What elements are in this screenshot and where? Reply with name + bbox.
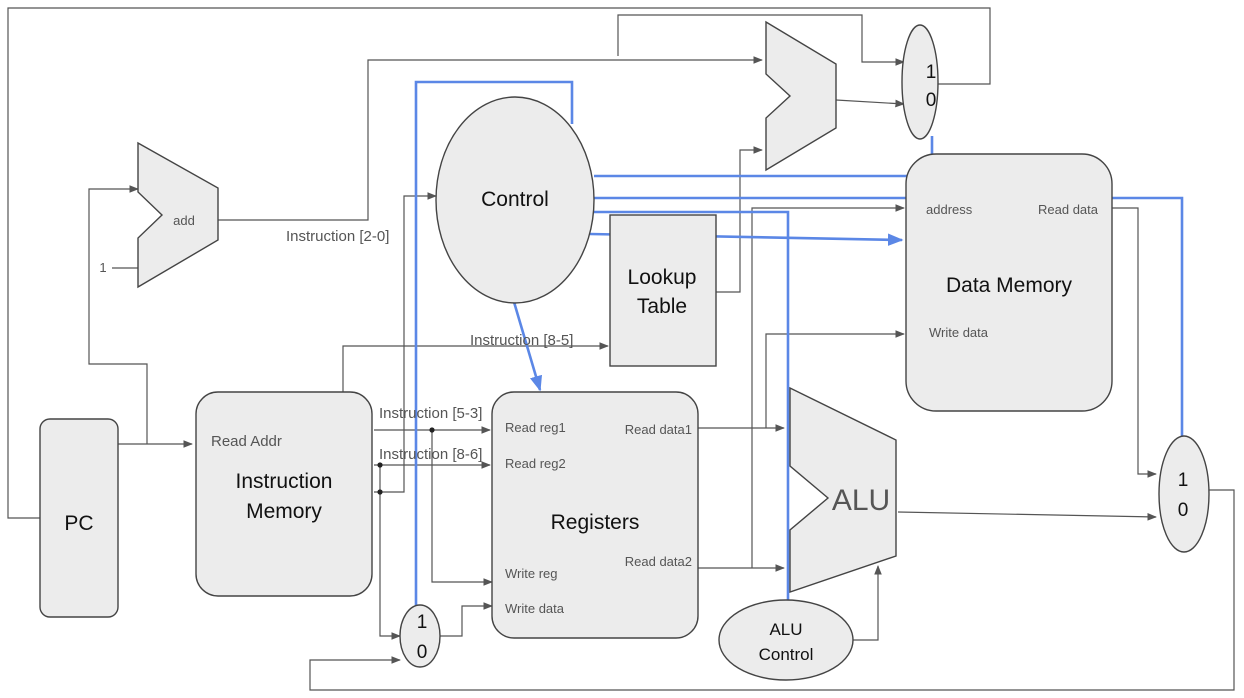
data-memory-block bbox=[905, 153, 1113, 412]
wr-mux-in0: 0 bbox=[417, 642, 428, 663]
branch-mux-block bbox=[765, 20, 837, 172]
pc-label: PC bbox=[64, 512, 93, 535]
top-mux-in0: 0 bbox=[926, 90, 937, 111]
control-label: Control bbox=[481, 188, 549, 211]
ctrl-registers bbox=[512, 301, 543, 392]
wire-wr-mux-out bbox=[440, 602, 493, 637]
ctrl-alu-control bbox=[594, 210, 790, 600]
alu-block bbox=[789, 386, 897, 593]
dmem-write-data-label: Write data bbox=[929, 325, 989, 340]
instruction-memory-block bbox=[195, 391, 373, 597]
reg-read-reg2-label: Read reg2 bbox=[505, 456, 566, 471]
junction-dot-3 bbox=[377, 489, 383, 495]
lookup-title-line1: Lookup bbox=[628, 266, 697, 289]
wire-pc-to-adder bbox=[88, 185, 148, 444]
alu-label: ALU bbox=[832, 484, 890, 517]
reg-write-reg-label: Write reg bbox=[505, 566, 558, 581]
data-wires bbox=[7, 7, 1235, 691]
data-mux-block bbox=[1158, 435, 1210, 553]
dmem-address-label: address bbox=[926, 202, 973, 217]
wire-alu-result bbox=[897, 511, 1157, 521]
registers-block bbox=[491, 391, 699, 639]
wire-to-write-reg bbox=[431, 430, 493, 586]
adder-const-label: 1 bbox=[99, 260, 106, 275]
wire-to-mem-write-data bbox=[765, 330, 905, 428]
reg-read-reg1-label: Read reg1 bbox=[505, 420, 566, 435]
alu-control-line1: ALU bbox=[769, 620, 802, 639]
reg-read-data2-label: Read data2 bbox=[625, 554, 692, 569]
imem-title-line2: Memory bbox=[246, 500, 322, 523]
top-mux-in1: 1 bbox=[926, 62, 937, 83]
data-mux-in1: 1 bbox=[1178, 470, 1189, 491]
adder-block bbox=[137, 141, 219, 289]
wire-lookup-out bbox=[716, 146, 763, 293]
wire-top-mux-in1 bbox=[617, 14, 905, 66]
wr-mux-in1: 1 bbox=[417, 612, 428, 633]
wire-to-address bbox=[751, 204, 905, 568]
label-instruction-2-0: Instruction [2-0] bbox=[286, 228, 389, 245]
imem-read-addr-label: Read Addr bbox=[211, 433, 282, 450]
control-block bbox=[435, 96, 595, 304]
data-memory-title: Data Memory bbox=[946, 274, 1073, 297]
wire-top-mux-in0 bbox=[835, 99, 905, 108]
lookup-title-line2: Table bbox=[637, 295, 687, 318]
top-mux-block bbox=[901, 24, 939, 140]
lookup-table-block bbox=[609, 214, 717, 367]
wire-alu-control bbox=[852, 565, 882, 641]
wire-next-pc bbox=[7, 7, 991, 519]
reg-read-data1-label: Read data1 bbox=[625, 422, 692, 437]
wire-imem-to-lookup bbox=[342, 342, 609, 392]
wire-writeback bbox=[309, 489, 1235, 691]
ctrl-data-mux bbox=[594, 196, 1184, 436]
imem-title-line1: Instruction bbox=[236, 470, 333, 493]
junction-dot-2 bbox=[377, 462, 383, 468]
wire-to-wr-mux-1 bbox=[379, 465, 401, 640]
adder-label: add bbox=[173, 213, 195, 228]
label-instruction-8-5: Instruction [8-5] bbox=[470, 332, 573, 349]
junction-dot-1 bbox=[429, 427, 435, 433]
ctrl-top-mux bbox=[594, 136, 934, 178]
dmem-read-data-label: Read data bbox=[1038, 202, 1099, 217]
label-instruction-5-3: Instruction [5-3] bbox=[379, 405, 482, 422]
label-instruction-8-6: Instruction [8-6] bbox=[379, 446, 482, 463]
wire-imem-to-control bbox=[374, 192, 437, 493]
reg-write-data-label: Write data bbox=[505, 601, 565, 616]
registers-title: Registers bbox=[551, 511, 640, 534]
ctrl-wr-mux bbox=[414, 80, 574, 606]
wire-read-data-out bbox=[1112, 207, 1157, 478]
data-mux-in0: 0 bbox=[1178, 500, 1189, 521]
alu-control-block bbox=[718, 599, 854, 681]
write-reg-mux-block bbox=[399, 604, 441, 668]
pc-block bbox=[39, 418, 119, 618]
wire-adder-out bbox=[218, 56, 763, 221]
alu-control-line2: Control bbox=[759, 645, 814, 664]
